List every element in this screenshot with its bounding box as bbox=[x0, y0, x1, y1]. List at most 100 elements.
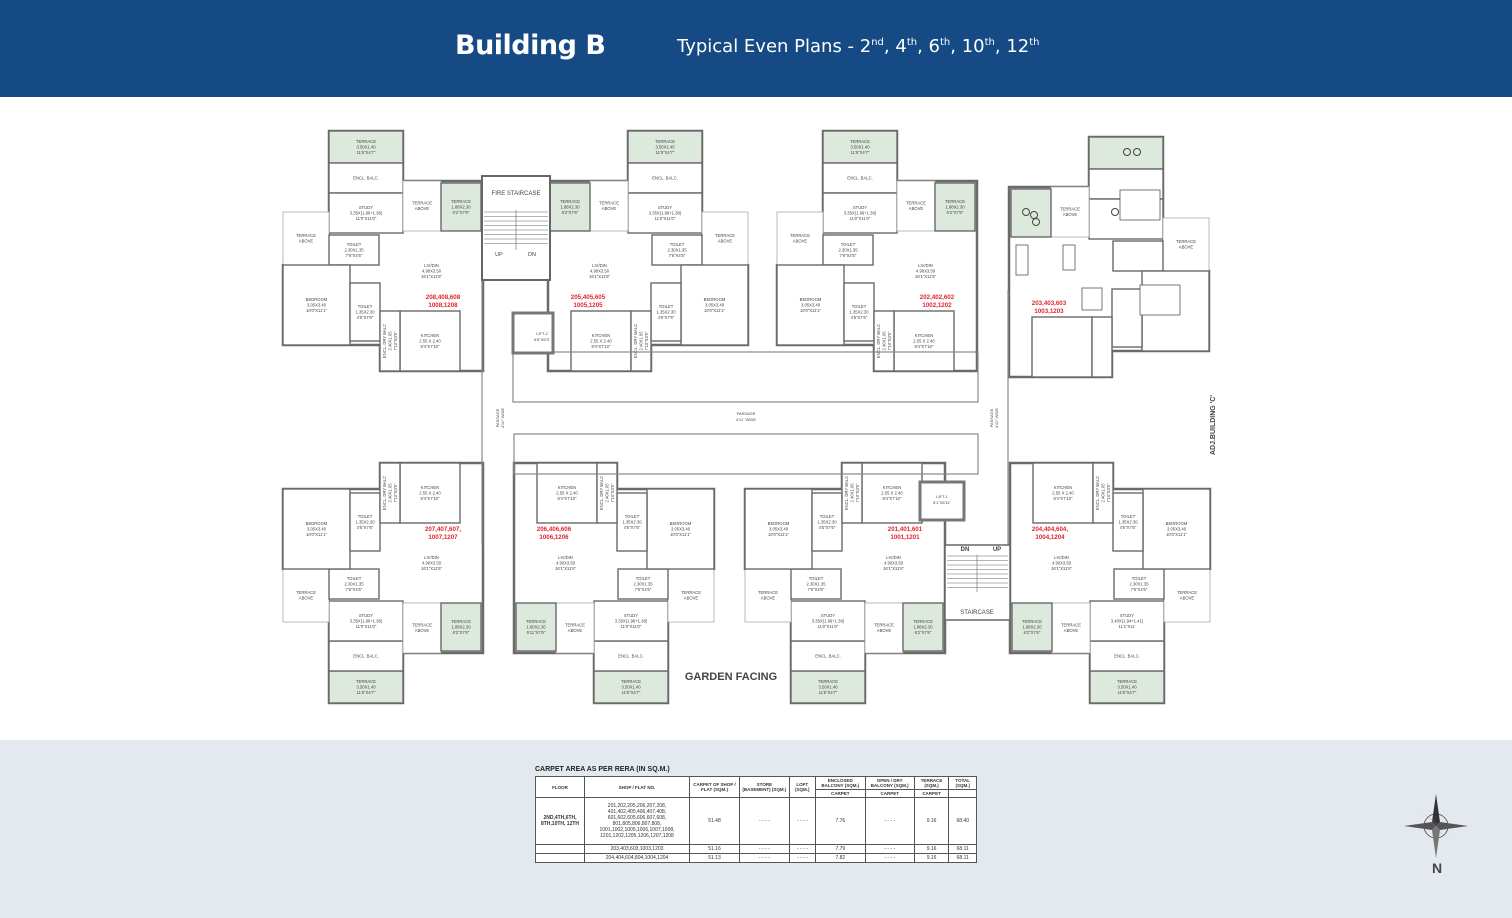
room-text: 4.90X3.50 bbox=[884, 560, 904, 565]
flat-number: 1007,1207 bbox=[428, 534, 458, 541]
room-text: 7'6"X4'5" bbox=[346, 587, 363, 592]
room-text: KITCHEN bbox=[592, 333, 610, 338]
lift-1: LIFT-1 6'1"X6'11" bbox=[918, 480, 966, 522]
room-text: 4'5"X7'6" bbox=[357, 525, 374, 530]
cell-encl: 7.79 bbox=[814, 844, 866, 854]
room-text: TOILET bbox=[670, 242, 685, 247]
col-encl-balc: ENCLOSED BALCONY (SQM.) bbox=[814, 776, 866, 790]
room-text: ENCL. BALC. bbox=[847, 176, 873, 181]
room-text: TOILET bbox=[358, 514, 373, 519]
room-text: 8'4"X7'10" bbox=[420, 496, 440, 501]
room-dry bbox=[596, 462, 618, 524]
room-text: TOILET bbox=[1132, 576, 1147, 581]
room-text: 8'4"X7'10" bbox=[914, 344, 934, 349]
room-kitchen bbox=[893, 310, 955, 372]
room-text: 2.30X1.35 bbox=[667, 247, 687, 252]
room-text: 1.88X2.30 bbox=[560, 204, 580, 209]
page-header: Building B Typical Even Plans - 2nd, 4th… bbox=[0, 0, 1512, 97]
room-text: 3.05X3.40 bbox=[307, 302, 327, 307]
room-text: TERRACE bbox=[412, 623, 432, 628]
room-text: TERRACE bbox=[945, 199, 965, 204]
room-bedroom bbox=[1142, 488, 1211, 570]
cell-flats: 203,403,603,1003,1203 bbox=[584, 844, 690, 854]
room-text: 11'5"X4'7" bbox=[357, 150, 376, 155]
room-terrace bbox=[328, 670, 404, 704]
lift-2: LIFT-2 6'8"X6'3" bbox=[511, 311, 555, 355]
subheader-carpet: CARPET bbox=[913, 789, 950, 798]
garden-facing-label: GARDEN FACING bbox=[685, 671, 777, 683]
room-text: BEDROOM bbox=[1166, 521, 1188, 526]
room-study bbox=[627, 192, 703, 234]
planter-icon bbox=[1032, 218, 1040, 226]
room-toilet1 bbox=[1112, 240, 1164, 272]
room-label-balc: ENCL. BALC. bbox=[353, 176, 379, 181]
room-text: 3.05X3.40 bbox=[769, 526, 789, 531]
room-text: 11'5"X4'7" bbox=[622, 690, 641, 695]
passage-label: PASSAGE bbox=[989, 408, 994, 427]
col-floor: FLOOR bbox=[535, 776, 585, 798]
room-text: ABOVE bbox=[415, 628, 430, 633]
room-text: 6'2"X7'6" bbox=[947, 210, 964, 215]
room-label-balc: ENCL. BALC. bbox=[1114, 654, 1140, 659]
room-text: BEDROOM bbox=[768, 521, 790, 526]
room-balc bbox=[1089, 640, 1165, 672]
room-text: 1.88X2.30 bbox=[945, 204, 965, 209]
room-text: 4'5"X7'6" bbox=[851, 315, 868, 320]
room-text: 16'1"X11'5" bbox=[915, 274, 937, 279]
planter-icon bbox=[1030, 211, 1038, 219]
room-text: LIV/DIN bbox=[918, 263, 933, 268]
room-study bbox=[328, 600, 404, 642]
room-text: ABOVE bbox=[299, 596, 314, 601]
room-text: TOILET bbox=[852, 304, 867, 309]
room-tabove_l bbox=[744, 568, 792, 623]
room-text: KITCHEN bbox=[1054, 485, 1072, 490]
room-text: 2.55 X 2.40 bbox=[1052, 490, 1074, 495]
room-tabove_l bbox=[667, 568, 715, 623]
room-text: STUDY bbox=[658, 205, 672, 210]
flat-number: 204,404,604, bbox=[1032, 526, 1068, 533]
room-text: 10'0"X11'1" bbox=[670, 532, 692, 537]
room-text: 2.30X1.35 bbox=[344, 247, 364, 252]
planter-icon bbox=[1111, 208, 1119, 216]
room-text: 2.40X1.05 bbox=[387, 483, 392, 503]
cell-floor bbox=[535, 844, 585, 854]
room-text: 11'5"X4'7" bbox=[357, 690, 376, 695]
room-text: STUDY bbox=[821, 613, 835, 618]
room-text: BEDROOM bbox=[704, 297, 726, 302]
room-tabove_m bbox=[589, 180, 629, 232]
room-text: TERRACE bbox=[451, 199, 471, 204]
room-text: ENCL. DRY BALC bbox=[844, 476, 849, 510]
room-toilet2 bbox=[650, 282, 682, 342]
room-text: TERRACE bbox=[758, 590, 778, 595]
flat-number: 205,405,605 bbox=[571, 294, 606, 301]
room-text: 4.90X3.50 bbox=[916, 268, 936, 273]
planter-icon bbox=[1022, 208, 1030, 216]
room-text: 10'0"X11'1" bbox=[768, 532, 790, 537]
room-text: ABOVE bbox=[761, 596, 776, 601]
room-text: 5'11"X7'6" bbox=[527, 630, 546, 635]
passage-left-label: PASSAGE 4'11" WIDE bbox=[495, 408, 505, 428]
room-text: 3.35X(1.96+1.38) bbox=[812, 618, 845, 623]
room-tabove_m bbox=[1050, 186, 1090, 238]
room-label-balc: ENCL. BALC. bbox=[815, 654, 841, 659]
room-text: 3.35X(1.96+1.38) bbox=[350, 210, 383, 215]
